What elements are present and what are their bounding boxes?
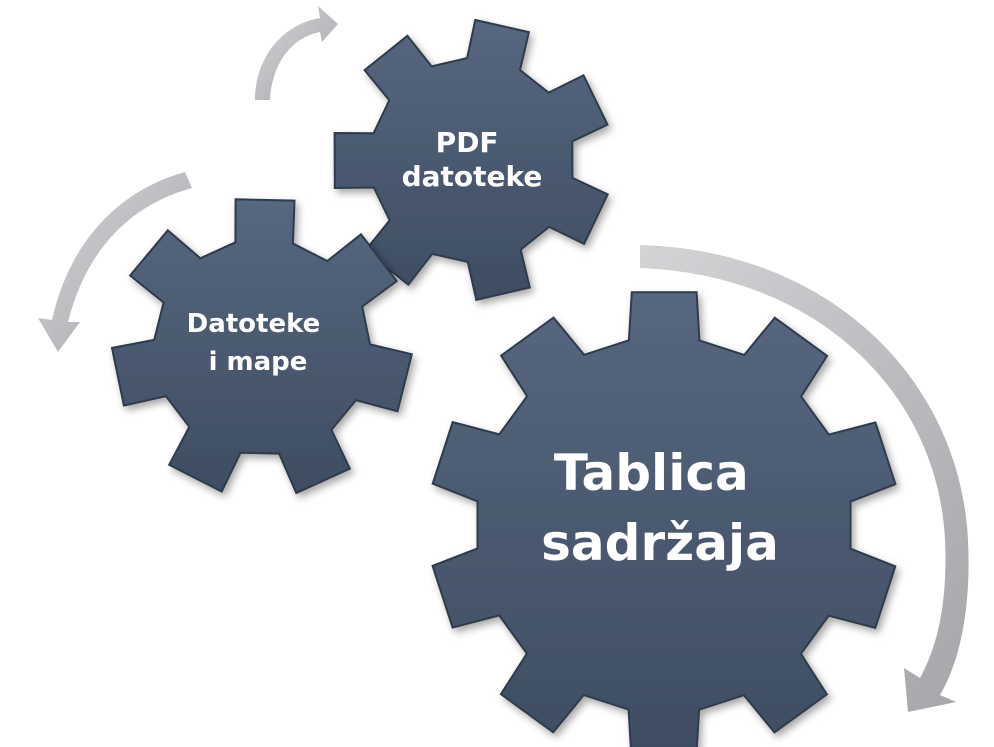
cycle-arrow-left bbox=[38, 172, 192, 352]
gear-pdf-line-2: datoteke bbox=[402, 160, 543, 193]
svg-text:Datoteke i mape: Datoteke i mape bbox=[187, 309, 330, 377]
gear-datoteke-i-mape: Datoteke i mape bbox=[110, 198, 414, 495]
svg-text:PDF datoteke: PDF datoteke bbox=[402, 126, 543, 193]
gear-pdf-datoteke: PDF datoteke bbox=[333, 18, 610, 302]
gear-files-line-1: Datoteke bbox=[187, 309, 321, 339]
cycle-arrow-right bbox=[640, 245, 969, 712]
cycle-arrow-top bbox=[255, 6, 338, 100]
svg-text:Tablica sadržaja: Tablica sadržaja bbox=[541, 444, 779, 572]
gear-toc-line-2: sadržaja bbox=[541, 514, 779, 572]
gear-toc-line-1: Tablica bbox=[554, 444, 749, 502]
gear-icon bbox=[333, 18, 610, 302]
gear-pdf-line-1: PDF bbox=[436, 126, 499, 159]
gear-icon bbox=[110, 198, 414, 495]
gear-icon bbox=[431, 291, 897, 747]
gear-tablica-sadrzaja: Tablica sadržaja bbox=[431, 291, 897, 747]
gear-files-line-2: i mape bbox=[209, 347, 308, 377]
